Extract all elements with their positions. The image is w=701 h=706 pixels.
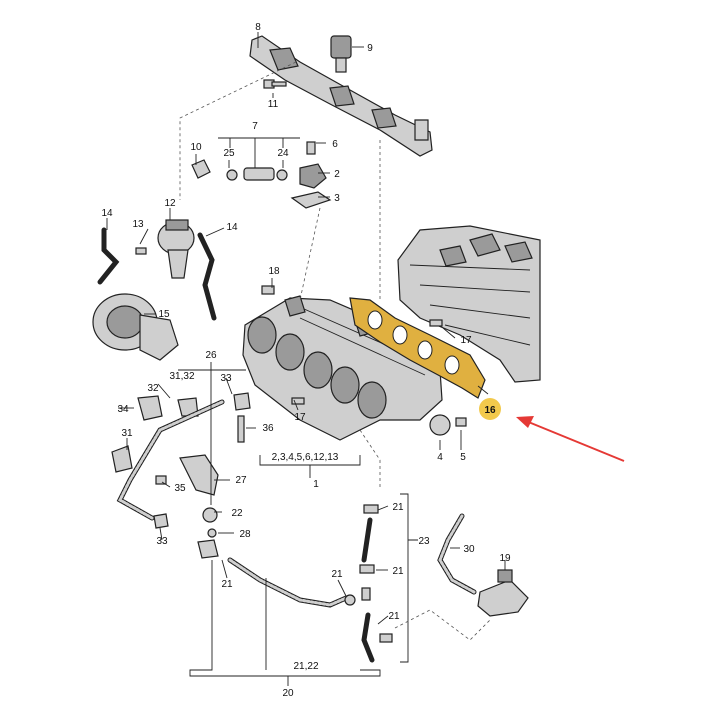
label-17-upper: 17 bbox=[460, 335, 472, 346]
pressure-sensor bbox=[330, 35, 352, 73]
label-30: 30 bbox=[463, 544, 475, 555]
label-10: 10 bbox=[190, 142, 202, 153]
label-24: 24 bbox=[277, 148, 289, 159]
label-21-a: 21 bbox=[392, 502, 404, 513]
label-13: 13 bbox=[132, 219, 144, 230]
label-2: 2 bbox=[334, 169, 340, 180]
label-21-e: 21 bbox=[388, 611, 400, 622]
label-6: 6 bbox=[332, 139, 338, 150]
label-21-22: 21,22 bbox=[293, 661, 318, 672]
connector-33 bbox=[153, 392, 251, 529]
label-17-lower: 17 bbox=[294, 412, 306, 423]
rail-bolt bbox=[263, 79, 287, 89]
label-15: 15 bbox=[158, 309, 170, 320]
label-27: 27 bbox=[235, 475, 247, 486]
vacuum-hose-26 bbox=[116, 399, 225, 521]
label-22: 22 bbox=[231, 508, 243, 519]
label-21-b: 21 bbox=[392, 566, 404, 577]
label-34: 34 bbox=[117, 404, 129, 415]
breather-pipe-right bbox=[197, 232, 217, 321]
label-25: 25 bbox=[223, 148, 235, 159]
highlight-badge bbox=[479, 398, 501, 420]
manifold-bolt bbox=[261, 285, 275, 295]
intake-gasket bbox=[349, 297, 486, 399]
cylinder-head bbox=[397, 225, 541, 383]
hose-30 bbox=[437, 513, 477, 595]
callout-labels: 8 9 11 7 6 10 25 24 2 3 12 14 13 14 18 1… bbox=[101, 22, 511, 699]
label-35: 35 bbox=[174, 483, 186, 494]
hose-23 bbox=[359, 504, 393, 663]
label-33-upper: 33 bbox=[220, 373, 232, 384]
label-32: 32 bbox=[147, 383, 159, 394]
label-20: 20 bbox=[282, 688, 294, 699]
label-33-lower: 33 bbox=[156, 536, 168, 547]
label-1: 1 bbox=[313, 479, 319, 490]
valve-22 bbox=[202, 507, 218, 538]
label-28: 28 bbox=[239, 529, 251, 540]
lower-hose bbox=[197, 539, 356, 608]
label-14-left: 14 bbox=[101, 208, 113, 219]
label-31-32: 31,32 bbox=[169, 371, 194, 382]
bracket-group bbox=[111, 395, 199, 473]
plug-17 bbox=[291, 319, 443, 405]
label-14-right: 14 bbox=[226, 222, 238, 233]
injector-assembly bbox=[191, 141, 332, 209]
label-36: 36 bbox=[262, 423, 274, 434]
label-7: 7 bbox=[252, 121, 258, 132]
label-18: 18 bbox=[268, 266, 280, 277]
leader-lines bbox=[106, 32, 506, 686]
label-26: 26 bbox=[205, 350, 217, 361]
label-3: 3 bbox=[334, 193, 340, 204]
pressure-valve bbox=[135, 219, 195, 279]
fuel-rail bbox=[249, 35, 433, 157]
label-21-c: 21 bbox=[331, 569, 343, 580]
intake-manifold bbox=[242, 295, 443, 441]
label-16: 16 bbox=[484, 405, 496, 416]
label-31: 31 bbox=[121, 428, 133, 439]
label-11: 11 bbox=[268, 99, 279, 110]
pointer-arrow bbox=[516, 416, 625, 462]
label-group-1: 2,3,4,5,6,12,13 bbox=[272, 452, 339, 463]
connector-36 bbox=[237, 415, 245, 443]
reference-lines bbox=[179, 61, 491, 641]
label-23: 23 bbox=[418, 536, 430, 547]
label-12: 12 bbox=[164, 198, 176, 209]
label-9: 9 bbox=[367, 43, 373, 54]
label-21-d: 21 bbox=[221, 579, 233, 590]
valve-19 bbox=[477, 569, 529, 617]
label-5: 5 bbox=[460, 452, 466, 463]
vacuum-pump bbox=[92, 293, 179, 361]
label-8: 8 bbox=[255, 22, 261, 33]
flap-actuator bbox=[429, 414, 467, 436]
breather-pipe-left bbox=[97, 227, 120, 285]
holder-27 bbox=[155, 454, 219, 496]
label-4: 4 bbox=[437, 452, 443, 463]
label-19: 19 bbox=[499, 553, 511, 564]
